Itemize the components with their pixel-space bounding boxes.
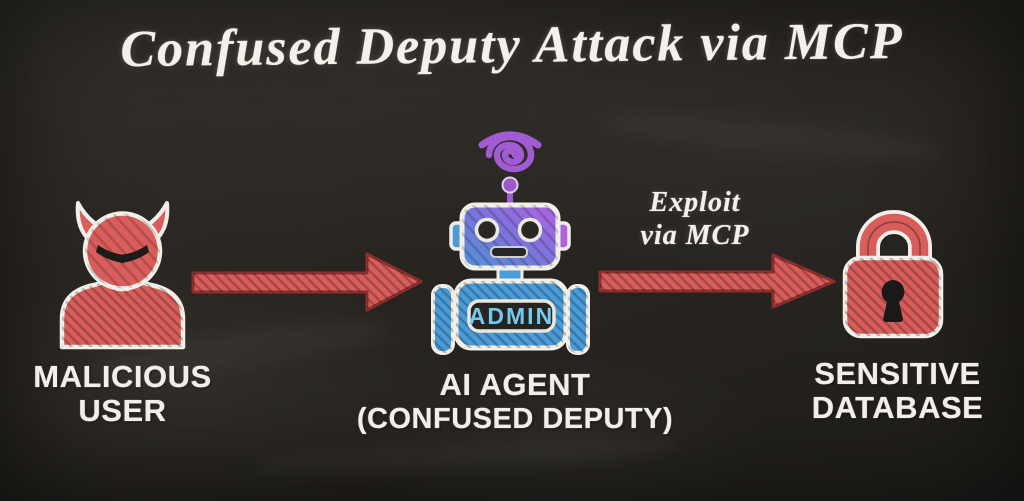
red-arrow-agent-to-database [598, 253, 836, 309]
padlock-shackle [856, 210, 932, 270]
sensitive-database-label: SENSITIVE DATABASE [800, 357, 995, 425]
devil-eye-right [119, 245, 149, 263]
malicious-user-label: MALICIOUS USER [30, 360, 215, 428]
devil-eye-left [96, 245, 126, 263]
devil-user-icon [59, 201, 186, 350]
admin-badge [467, 299, 556, 333]
padlock-body [842, 255, 944, 339]
red-arrow-user-to-agent [191, 252, 423, 312]
ai-agent-label: AI AGENT (CONFUSED DEPUTY) [340, 368, 690, 436]
robot-torso: ADMIN [453, 278, 569, 351]
confusion-spiral-icon [478, 131, 542, 173]
malicious-user-label-line2: USER [78, 393, 167, 428]
admin-badge-label: ADMIN [469, 303, 554, 329]
robot-head [459, 202, 561, 271]
robot-eye-right [517, 217, 543, 243]
exploit-arrow-label: Exploit via MCP [605, 186, 785, 252]
diagram-title: Confused Deputy Attack via MCP [120, 12, 904, 79]
exploit-label-line2: via MCP [640, 220, 750, 251]
robot-mouth [490, 246, 528, 258]
sensitive-database-label-line1: SENSITIVE [814, 356, 981, 391]
ai-agent-label-line1: AI AGENT [439, 367, 591, 402]
chalk-smudge [260, 429, 681, 481]
robot-antenna [501, 176, 519, 209]
ai-agent-label-line2: (CONFUSED DEPUTY) [356, 403, 674, 435]
malicious-user-label-line1: MALICIOUS [33, 359, 212, 394]
devil-head [82, 211, 163, 291]
devil-body [59, 278, 186, 350]
sensitive-database-label-line2: DATABASE [811, 390, 984, 425]
keyhole-icon [881, 280, 905, 322]
robot-eye-left [474, 217, 500, 243]
chalk-smudge [599, 105, 941, 169]
padlock-icon [842, 210, 944, 339]
exploit-label-line1: Exploit [649, 187, 741, 218]
robot-icon: ADMIN [431, 131, 590, 355]
